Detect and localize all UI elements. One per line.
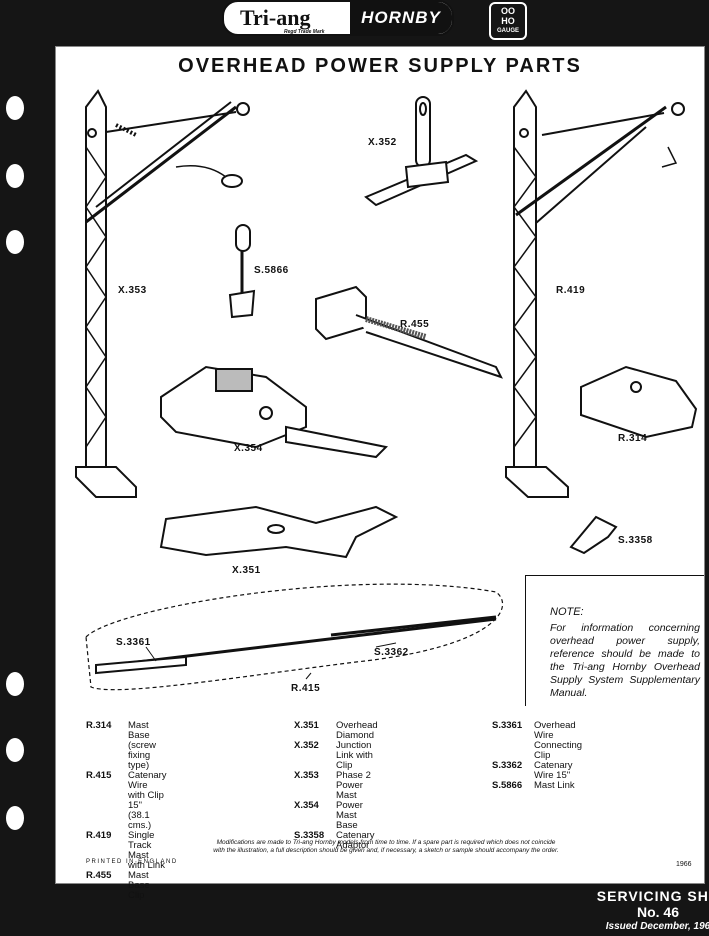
binder-hole	[6, 230, 24, 254]
servicing-sheet-title: SERVICING SHE	[596, 888, 709, 904]
binder-hole	[6, 806, 24, 830]
gauge-label: GAUGE	[496, 28, 519, 34]
parts-illustration	[75, 89, 698, 691]
catenary-wire-drawing	[85, 583, 504, 691]
binder-hole	[6, 738, 24, 762]
label-s5866: S.5866	[254, 265, 289, 276]
print-year: 1966	[676, 861, 692, 868]
servicing-sheet-page: OVERHEAD POWER SUPPLY PARTS	[55, 46, 705, 901]
registered-mark: Regd Trade Mark	[284, 29, 325, 35]
modifications-footnote: Modifications are made to Tri-ang Hornby…	[176, 839, 596, 855]
product-line: HORNBY	[350, 2, 452, 34]
catenary-adaptor-s3358-drawing	[569, 515, 618, 555]
label-r415: R.415	[291, 683, 321, 694]
overhead-diamond-x351-drawing	[159, 505, 399, 559]
gauge-oo: OO	[500, 6, 515, 16]
sheet-number: No. 46	[636, 904, 679, 920]
note-body: For information concerning overhead powe…	[550, 622, 700, 699]
label-r314: R.314	[618, 433, 648, 444]
note-box: NOTE: For information concerning overhea…	[525, 575, 704, 706]
gauge-badge: OO HO GAUGE	[489, 2, 527, 40]
brand-logo: Tri-ang Regd Trade Mark HORNBY	[222, 0, 454, 36]
label-x353: X.353	[118, 285, 147, 296]
footnote-line-2: with the illustration, a full descriptio…	[213, 847, 559, 854]
page-title: OVERHEAD POWER SUPPLY PARTS	[178, 55, 582, 77]
note-heading: NOTE:	[550, 606, 584, 618]
mast-x353-drawing	[75, 89, 250, 498]
mast-r419-drawing	[505, 89, 685, 498]
label-x351: X.351	[232, 565, 261, 576]
legend-row: Clip	[534, 750, 551, 761]
mast-link-s5866-drawing	[228, 224, 256, 319]
servicing-sheet-info: SERVICING SHE No. 46 Issued December, 19…	[578, 888, 709, 934]
brand-name: Tri-ang Regd Trade Mark	[240, 5, 325, 35]
legend-row: (38.1 cms.)	[128, 810, 152, 831]
binder-hole	[6, 96, 24, 120]
binder-hole	[6, 672, 24, 696]
power-mast-base-x354-drawing	[160, 365, 389, 459]
label-r419: R.419	[556, 285, 586, 296]
gauge-ho: HO	[501, 16, 515, 26]
label-s3361: S.3361	[116, 637, 151, 648]
printed-in-england: PRINTED IN ENGLAND	[86, 859, 178, 865]
label-s3362: S.3362	[374, 647, 409, 658]
mast-base-r314-drawing	[580, 365, 698, 439]
label-x354: X.354	[234, 443, 263, 454]
junction-link-x352-drawing	[364, 96, 479, 207]
mast-base-clip-r455-drawing	[315, 285, 503, 379]
footnote-line-1: Modifications are made to Tri-ang Hornby…	[216, 839, 556, 846]
issue-date: Issued December, 196	[605, 921, 709, 932]
binder-hole	[6, 164, 24, 188]
label-x352: X.352	[368, 137, 397, 148]
label-r455: R.455	[400, 319, 430, 330]
label-s3358: S.3358	[618, 535, 653, 546]
